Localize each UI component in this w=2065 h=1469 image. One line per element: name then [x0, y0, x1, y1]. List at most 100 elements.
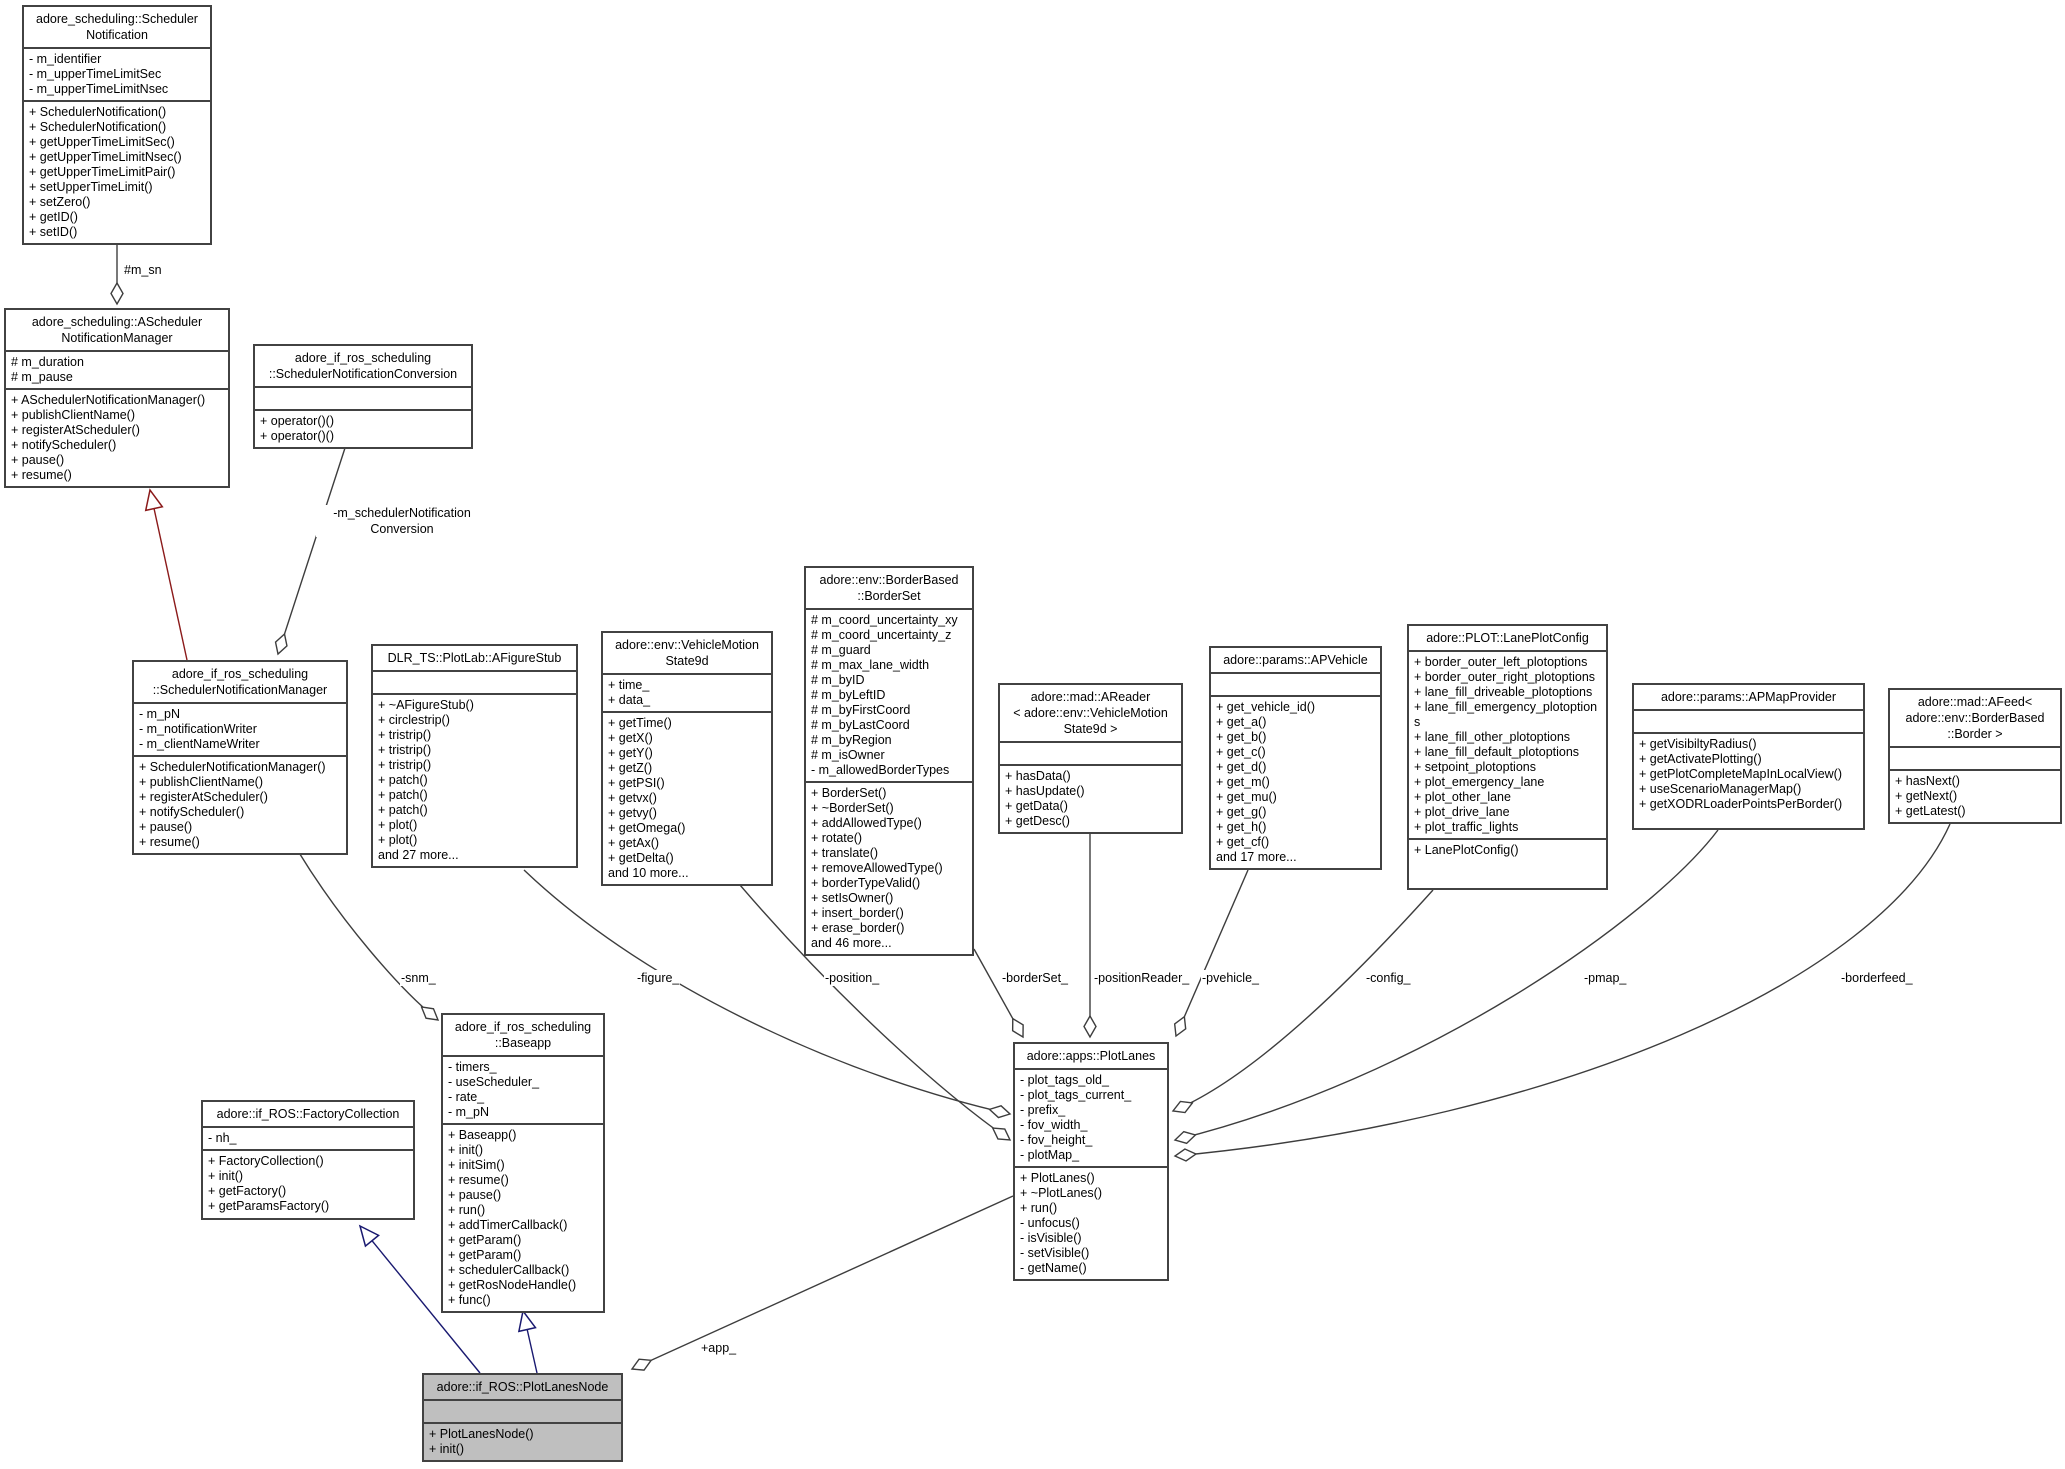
class-a-scheduler-notification-manager[interactable]: adore_scheduling::AScheduler Notificatio…: [4, 308, 230, 488]
member-row: + ~PlotLanes(): [1020, 1186, 1102, 1200]
class-attributes: - plot_tags_old_- plot_tags_current_- pr…: [1015, 1068, 1167, 1166]
member-row: # m_max_lane_width: [811, 658, 930, 672]
member-row: + get_vehicle_id(): [1216, 700, 1316, 714]
class-ap-map-provider[interactable]: adore::params::APMapProvider + getVisibi…: [1632, 683, 1865, 830]
member-row: - unfocus(): [1020, 1216, 1080, 1230]
class-attributes: + time_+ data_: [603, 673, 771, 711]
member-row: + getLatest(): [1895, 804, 1966, 818]
member-row: + time_: [608, 678, 650, 692]
class-attributes: [1890, 746, 2060, 769]
member-row: + plot_emergency_lane: [1414, 775, 1545, 789]
member-row: + getZ(): [608, 761, 653, 775]
edge-label-position: -position_: [824, 970, 881, 986]
class-vehicle-motion-state9d[interactable]: adore::env::VehicleMotion State9d + time…: [601, 631, 773, 886]
class-title: adore::params::APVehicle: [1223, 653, 1368, 667]
member-row: + LanePlotConfig(): [1414, 843, 1519, 857]
member-row: + get_h(): [1216, 820, 1267, 834]
member-row: + plot(): [378, 833, 418, 847]
member-row: + get_m(): [1216, 775, 1270, 789]
class-border-set[interactable]: adore::env::BorderBased ::BorderSet # m_…: [804, 566, 974, 956]
class-title: adore_if_ros_scheduling ::SchedulerNotif…: [152, 667, 328, 697]
class-attributes: # m_coord_uncertainty_xy# m_coord_uncert…: [806, 608, 972, 781]
member-row: + plot_other_lane: [1414, 790, 1511, 804]
class-scheduler-notification-manager[interactable]: adore_if_ros_scheduling ::SchedulerNotif…: [132, 660, 348, 855]
member-row: + rotate(): [811, 831, 863, 845]
class-attributes: [1634, 709, 1863, 732]
class-a-feed[interactable]: adore::mad::AFeed< adore::env::BorderBas…: [1888, 688, 2062, 824]
member-row: - m_clientNameWriter: [139, 737, 260, 751]
edge-aggregation-app: [632, 1195, 1014, 1369]
edge-aggregation-borderset: [973, 948, 1023, 1037]
edge-label-snm: -snm_: [400, 970, 437, 986]
class-methods: + SchedulerNotification()+ SchedulerNoti…: [24, 100, 210, 243]
member-row: + getDelta(): [608, 851, 674, 865]
member-row: + get_a(): [1216, 715, 1267, 729]
class-methods: + SchedulerNotificationManager()+ publis…: [134, 755, 346, 853]
member-row: + SchedulerNotificationManager(): [139, 760, 326, 774]
member-row: + notifyScheduler(): [139, 805, 245, 819]
member-row: + addTimerCallback(): [448, 1218, 568, 1232]
member-row: - m_notificationWriter: [139, 722, 257, 736]
member-row: + PlotLanesNode(): [429, 1427, 534, 1441]
member-row: + ASchedulerNotificationManager(): [11, 393, 206, 407]
class-scheduler-notification[interactable]: adore_scheduling::Scheduler Notification…: [22, 5, 212, 245]
member-row: + getPSI(): [608, 776, 665, 790]
class-plot-lanes[interactable]: adore::apps::PlotLanes - plot_tags_old_-…: [1013, 1042, 1169, 1281]
class-attributes: # m_duration# m_pause: [6, 350, 228, 388]
class-methods: + PlotLanes()+ ~PlotLanes()+ run()- unfo…: [1015, 1166, 1167, 1279]
class-methods: + hasNext()+ getNext()+ getLatest(): [1890, 769, 2060, 822]
class-methods: + ASchedulerNotificationManager()+ publi…: [6, 388, 228, 486]
member-row: + getOmega(): [608, 821, 686, 835]
member-row: # m_byFirstCoord: [811, 703, 911, 717]
member-row: + getY(): [608, 746, 653, 760]
class-ap-vehicle[interactable]: adore::params::APVehicle + get_vehicle_i…: [1209, 646, 1382, 870]
class-factory-collection[interactable]: adore::if_ROS::FactoryCollection - nh_ +…: [201, 1100, 415, 1220]
member-row: + getFactory(): [208, 1184, 287, 1198]
member-row: + getAx(): [608, 836, 660, 850]
class-a-figure-stub[interactable]: DLR_TS::PlotLab::AFigureStub + ~AFigureS…: [371, 644, 578, 868]
member-row: - m_pN: [448, 1105, 489, 1119]
member-row: + setIsOwner(): [811, 891, 894, 905]
class-lane-plot-config[interactable]: adore::PLOT::LanePlotConfig + border_out…: [1407, 624, 1608, 890]
member-row: + SchedulerNotification(): [29, 105, 167, 119]
member-row: # m_byRegion: [811, 733, 892, 747]
class-title: adore_if_ros_scheduling ::SchedulerNotif…: [268, 351, 458, 381]
edge-aggregation-config: [1173, 889, 1434, 1111]
edge-aggregation-figure: [523, 869, 1010, 1114]
member-row: - plot_tags_current_: [1020, 1088, 1132, 1102]
member-row: - getName(): [1020, 1261, 1087, 1275]
class-baseapp[interactable]: adore_if_ros_scheduling ::Baseapp - time…: [441, 1013, 605, 1313]
member-row: + addAllowedType(): [811, 816, 922, 830]
class-plot-lanes-node[interactable]: adore::if_ROS::PlotLanesNode + PlotLanes…: [422, 1373, 623, 1462]
member-row: + resume(): [448, 1173, 509, 1187]
member-row: + Baseapp(): [448, 1128, 517, 1142]
class-attributes: - m_pN- m_notificationWriter- m_clientNa…: [134, 702, 346, 755]
member-row: + plot_drive_lane: [1414, 805, 1510, 819]
class-title: adore::mad::AFeed< adore::env::BorderBas…: [1905, 695, 2045, 741]
class-methods: + getTime()+ getX()+ getY()+ getZ()+ get…: [603, 711, 771, 884]
member-row: + get_c(): [1216, 745, 1266, 759]
member-row: + setID(): [29, 225, 78, 239]
class-methods: + BorderSet()+ ~BorderSet()+ addAllowedT…: [806, 781, 972, 954]
class-attributes: - nh_: [203, 1126, 413, 1149]
member-row: + operator()(): [260, 414, 334, 428]
edge-aggregation-borderfeed: [1175, 823, 1951, 1156]
member-row: # m_duration: [11, 355, 84, 369]
member-row: + getvy(): [608, 806, 657, 820]
class-a-reader[interactable]: adore::mad::AReader < adore::env::Vehicl…: [998, 683, 1183, 834]
member-row: + getActivatePlotting(): [1639, 752, 1762, 766]
edge-label-pvehicle: -pvehicle_: [1201, 970, 1260, 986]
member-row: + getPlotCompleteMapInLocalView(): [1639, 767, 1843, 781]
member-row: + erase_border(): [811, 921, 905, 935]
member-row: + getParam(): [448, 1233, 522, 1247]
member-row: + run(): [1020, 1201, 1058, 1215]
member-row: + BorderSet(): [811, 786, 887, 800]
member-row: - plotMap_: [1020, 1148, 1080, 1162]
member-row: + lane_fill_other_plotoptions: [1414, 730, 1571, 744]
edge-label-positionreader: -positionReader_: [1093, 970, 1191, 986]
class-methods: + get_vehicle_id()+ get_a()+ get_b()+ ge…: [1211, 695, 1380, 868]
member-row: + lane_fill_driveable_plotoptions: [1414, 685, 1593, 699]
class-scheduler-notification-conversion[interactable]: adore_if_ros_scheduling ::SchedulerNotif…: [253, 344, 473, 449]
member-row: + getParamsFactory(): [208, 1199, 330, 1213]
